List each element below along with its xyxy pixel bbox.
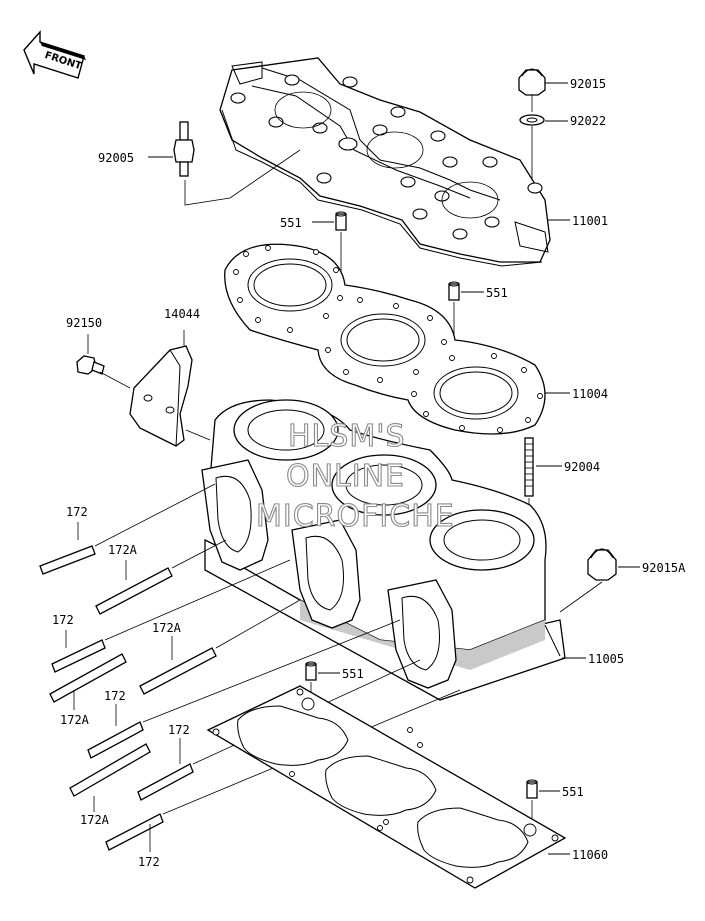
- part-number-92022: 92022: [570, 114, 606, 128]
- dowel-pin-551-lower: [305, 661, 340, 700]
- part-number-92004: 92004: [564, 460, 600, 474]
- part-number-11001: 11001: [572, 214, 608, 228]
- watermark-line-1: HLSM'S: [288, 419, 406, 454]
- stud-172A-b: [49, 653, 127, 710]
- part-number-92005: 92005: [98, 151, 134, 165]
- part-number-92015A: 92015A: [642, 561, 686, 575]
- part-number-172-d: 172: [168, 723, 190, 737]
- part-number-172-c: 172: [104, 689, 126, 703]
- front-arrow-icon: FRONT: [23, 30, 86, 79]
- part-number-551-lower: 551: [342, 667, 364, 681]
- base-gasket-11060: [206, 685, 570, 889]
- part-number-551-bottom: 551: [562, 785, 584, 799]
- stud-172A-c: [139, 599, 301, 695]
- part-number-172-b: 172: [52, 613, 74, 627]
- cylinder-head-11001: [219, 57, 551, 267]
- cap-nut-92015: [518, 68, 568, 112]
- washer-92022: [519, 114, 568, 180]
- stud-172-b: [51, 559, 291, 673]
- part-number-551-upper: 551: [280, 216, 302, 230]
- watermark: HLSM'S ONLINE MICROFICHE: [255, 418, 455, 534]
- part-number-172A-a: 172A: [108, 543, 138, 557]
- part-number-11004: 11004: [572, 387, 608, 401]
- part-number-551-right: 551: [486, 286, 508, 300]
- part-number-92015: 92015: [570, 77, 606, 91]
- part-number-172A-b: 172A: [60, 713, 90, 727]
- stud-172A-d: [69, 743, 151, 812]
- stud-172-a: [39, 483, 216, 575]
- watermark-line-3: MICROFICHE: [256, 499, 455, 534]
- head-gasket-11004: [224, 243, 570, 435]
- part-number-172A-d: 172A: [80, 813, 110, 827]
- fitting-92005: [148, 121, 301, 206]
- bolt-92150: [76, 334, 131, 389]
- cylinder-block-11005: [201, 399, 586, 701]
- part-number-14044: 14044: [164, 307, 200, 321]
- cap-nut-92015A: [559, 548, 640, 613]
- stud-172-c: [87, 619, 401, 759]
- part-number-172-e: 172: [138, 855, 160, 869]
- stud-172A-a: [95, 539, 227, 615]
- watermark-line-2: ONLINE: [286, 459, 405, 494]
- bracket-14044: [129, 330, 211, 447]
- part-number-92150: 92150: [66, 316, 102, 330]
- part-number-11060: 11060: [572, 848, 608, 862]
- part-number-11005: 11005: [588, 652, 624, 666]
- part-number-172-a: 172: [66, 505, 88, 519]
- part-number-172A-c: 172A: [152, 621, 182, 635]
